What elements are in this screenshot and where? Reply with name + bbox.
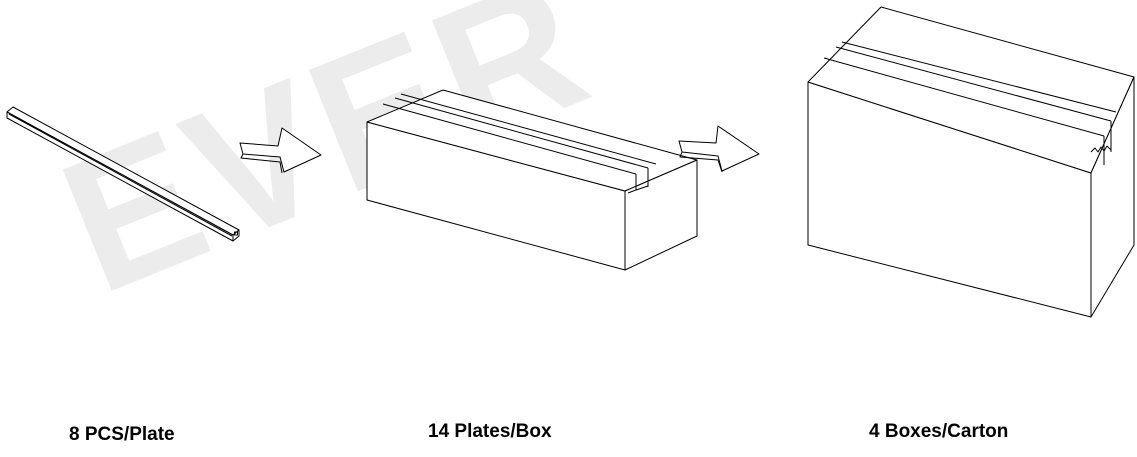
caption-carton: 4 Boxes/Carton [869, 421, 1009, 442]
box-icon [366, 89, 698, 271]
profile-bar-icon [6, 106, 240, 242]
arrow-right-icon [239, 127, 322, 174]
carton-icon [807, 6, 1135, 318]
caption-plate: 8 PCS/Plate [69, 424, 175, 445]
caption-box: 14 Plates/Box [428, 421, 552, 442]
arrow-right-icon [678, 125, 760, 173]
